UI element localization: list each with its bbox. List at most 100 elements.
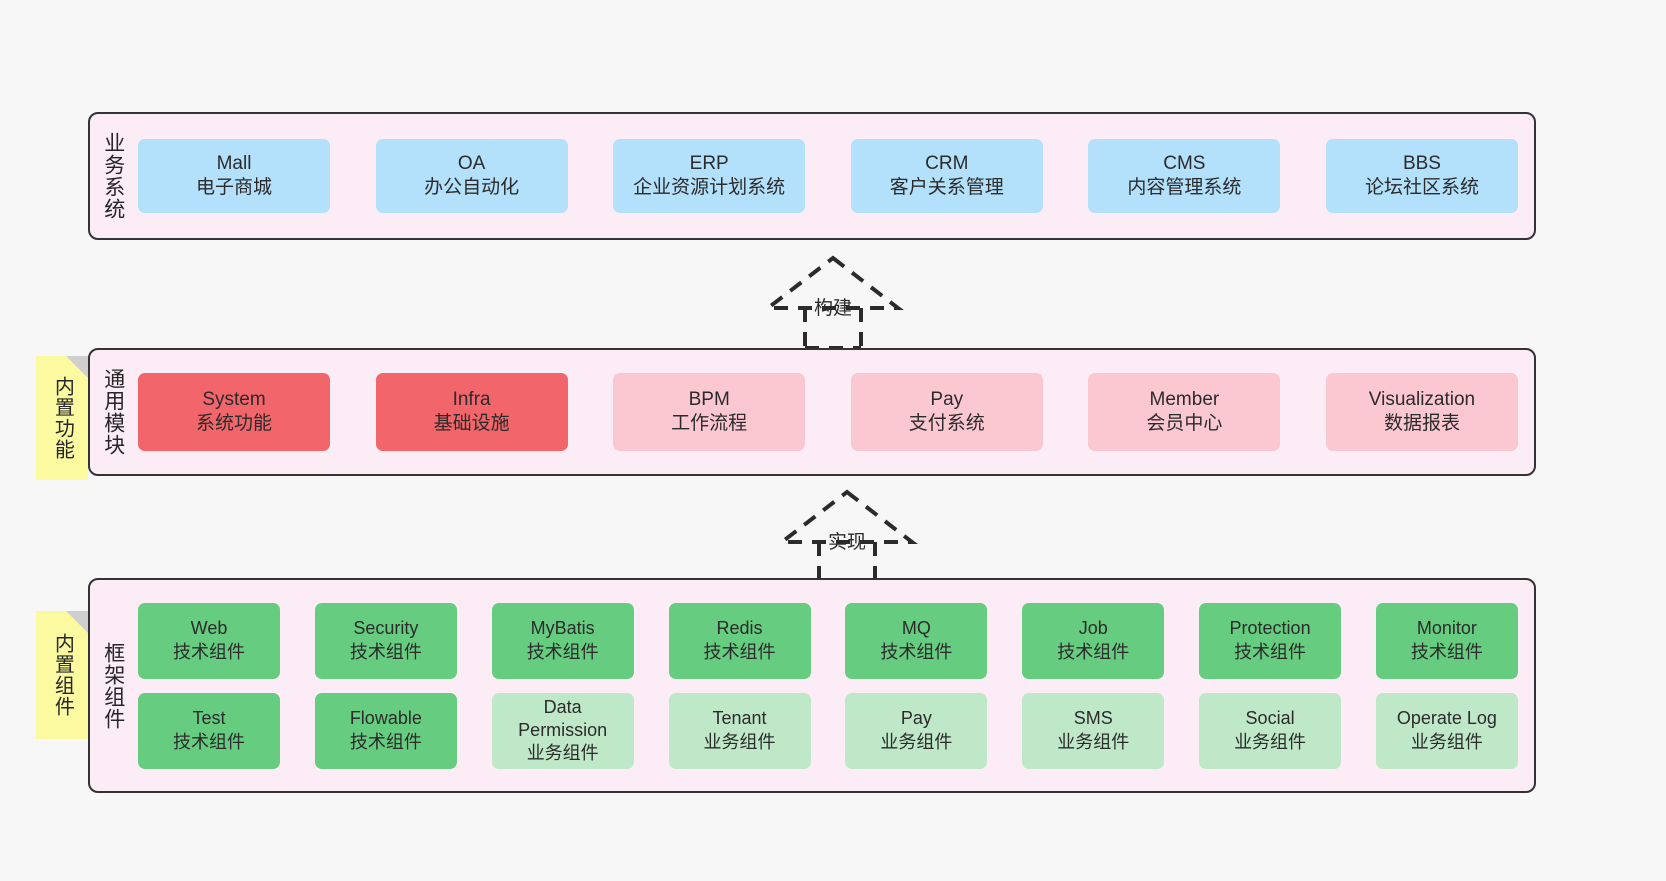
- layer-label-business-systems: 业务系统: [101, 132, 125, 220]
- box-subtitle: 会员中心: [1146, 413, 1223, 434]
- box-subtitle: 技术组件: [526, 641, 599, 662]
- box-subtitle: 技术组件: [349, 731, 422, 752]
- box-subtitle: 客户关系管理: [889, 177, 1004, 198]
- box-title: MQ: [901, 618, 931, 639]
- box-title: CMS: [1163, 152, 1206, 174]
- box-subtitle: 企业资源计划系统: [633, 177, 786, 198]
- note-fold-corner-icon: [66, 356, 88, 378]
- box-title: Infra: [452, 388, 491, 410]
- box-title: Job: [1078, 618, 1108, 639]
- box-subtitle: 技术组件: [173, 731, 245, 752]
- common-module-member[interactable]: Member 会员中心: [1088, 373, 1281, 451]
- business-system-cms[interactable]: CMS 内容管理系统: [1088, 139, 1281, 213]
- box-title: Monitor: [1416, 618, 1477, 639]
- box-title: SMS: [1073, 708, 1113, 729]
- box-subtitle: 技术组件: [173, 641, 245, 662]
- business-system-erp[interactable]: ERP 企业资源计划系统: [613, 139, 806, 213]
- box-subtitle: 技术组件: [1234, 641, 1307, 662]
- box-subtitle: 内容管理系统: [1127, 177, 1242, 198]
- box-title: ERP: [689, 152, 729, 174]
- note-builtin-functions: 内置功能: [36, 356, 88, 480]
- arrow-implement: 实现: [762, 486, 932, 586]
- business-system-mall[interactable]: Mall 电子商城: [138, 139, 330, 213]
- box-title: Operate Log: [1396, 708, 1497, 729]
- box-title: Flowable: [349, 708, 422, 729]
- box-subtitle: 数据报表: [1383, 413, 1460, 434]
- common-module-system[interactable]: System 系统功能: [138, 373, 330, 451]
- box-subtitle: 业务组件: [1234, 731, 1307, 752]
- box-title: Tenant: [712, 708, 767, 729]
- box-title: Data Permission: [518, 696, 608, 740]
- box-subtitle: 论坛社区系统: [1364, 177, 1479, 198]
- box-title: Mall: [216, 152, 252, 174]
- box-subtitle: 技术组件: [349, 641, 422, 662]
- note-builtin-components: 内置组件: [36, 611, 88, 739]
- layer-label-common-modules: 通用模块: [101, 368, 125, 456]
- common-module-pay[interactable]: Pay 支付系统: [850, 373, 1043, 451]
- box-subtitle: 工作流程: [671, 413, 748, 434]
- note-builtin-components-label: 内置组件: [51, 633, 74, 717]
- box-title: Protection: [1229, 618, 1311, 639]
- box-subtitle: 业务组件: [526, 743, 599, 764]
- box-title: CRM: [925, 152, 969, 174]
- layer-label-framework-components: 框架组件: [101, 641, 125, 730]
- business-system-crm[interactable]: CRM 客户关系管理: [850, 139, 1043, 213]
- business-systems-row: Mall 电子商城 OA 办公自动化 ERP 企业资源计划系统 CRM 客户关系管理 CMS 内容…: [138, 139, 1518, 213]
- box-title: MyBatis: [530, 618, 595, 639]
- box-subtitle: 办公自动化: [424, 177, 520, 198]
- box-title: Test: [192, 708, 226, 729]
- box-subtitle: 业务组件: [1057, 731, 1130, 752]
- box-subtitle: 业务组件: [880, 731, 953, 752]
- arrow-implement-label: 实现: [828, 532, 867, 553]
- business-system-oa[interactable]: OA 办公自动化: [375, 139, 568, 213]
- layer-business-systems: 业务系统 Mall 电子商城 OA 办公自动化 ERP 企业资源计划系统 CRM 客户关系管理…: [88, 112, 1536, 240]
- box-subtitle: 技术组件: [1410, 641, 1483, 662]
- note-fold-corner-icon: [66, 611, 88, 633]
- box-title: BBS: [1402, 152, 1441, 174]
- box-title: Web: [190, 618, 228, 639]
- box-title: Pay: [930, 388, 964, 410]
- box-subtitle: 基础设施: [433, 413, 510, 434]
- box-title: System: [202, 388, 266, 410]
- box-title: Social: [1245, 708, 1295, 729]
- box-subtitle: 电子商城: [195, 177, 272, 198]
- box-title: OA: [457, 152, 486, 174]
- box-subtitle: 支付系统: [908, 413, 985, 434]
- box-subtitle: 技术组件: [703, 641, 776, 662]
- box-subtitle: 技术组件: [1057, 641, 1130, 662]
- arrow-build: 构建: [748, 252, 918, 352]
- common-module-infra[interactable]: Infra 基础设施: [375, 373, 568, 451]
- framework-component-data-permission[interactable]: Data Permission 业务组件: [491, 692, 634, 769]
- box-subtitle: 业务组件: [703, 731, 776, 752]
- common-module-visualization[interactable]: Visualization 数据报表: [1325, 373, 1518, 451]
- box-title: Visualization: [1368, 388, 1476, 410]
- box-title: Member: [1149, 388, 1220, 410]
- layer-body-business-systems: Mall 电子商城 OA 办公自动化 ERP 企业资源计划系统 CRM 客户关系管理 CMS 内容…: [136, 114, 1534, 238]
- business-system-bbs[interactable]: BBS 论坛社区系统: [1325, 139, 1518, 213]
- box-subtitle: 系统功能: [195, 413, 272, 434]
- box-title: Redis: [716, 618, 763, 639]
